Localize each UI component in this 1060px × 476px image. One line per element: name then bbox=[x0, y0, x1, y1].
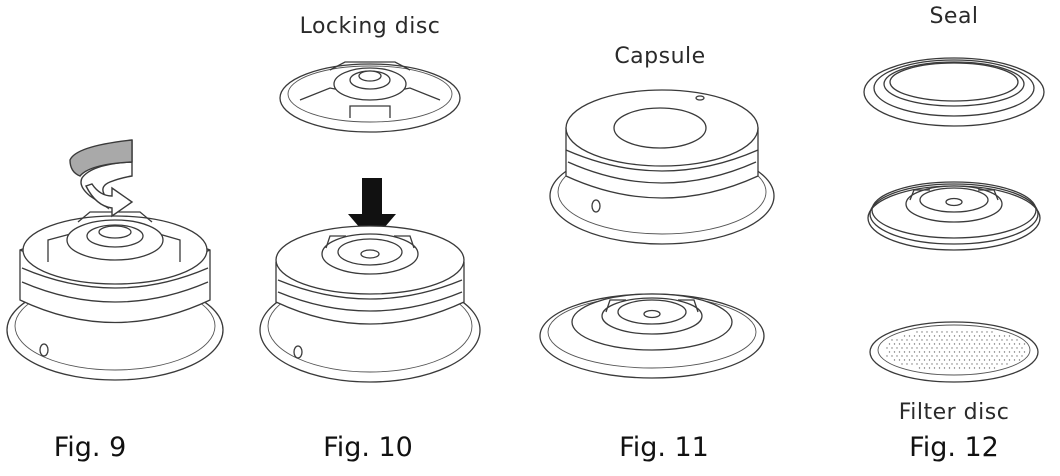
rotate-arrow-icon bbox=[69, 139, 134, 218]
fig9-capsule-assembly bbox=[6, 211, 224, 381]
fig12-label: Fig. 12 bbox=[909, 432, 999, 463]
fig12-seal bbox=[863, 57, 1045, 127]
filter-perforations bbox=[886, 331, 1026, 369]
fig12-filter-disc bbox=[869, 321, 1039, 383]
fig11-capsule-shell bbox=[549, 89, 775, 245]
fig10-label: Fig. 10 bbox=[323, 432, 413, 463]
capsule-label: Capsule bbox=[614, 44, 706, 69]
fig10-capsule bbox=[259, 225, 481, 383]
fig11-label: Fig. 11 bbox=[619, 432, 709, 463]
fig11-capsule-base bbox=[539, 293, 765, 379]
fig12-filter-holder bbox=[867, 181, 1041, 251]
locking-disc-label: Locking disc bbox=[299, 14, 441, 39]
seal-label: Seal bbox=[929, 4, 979, 29]
filter-disc-label: Filter disc bbox=[898, 400, 1010, 425]
fig9-label: Fig. 9 bbox=[53, 432, 127, 463]
fig10-locking-disc bbox=[279, 61, 461, 133]
